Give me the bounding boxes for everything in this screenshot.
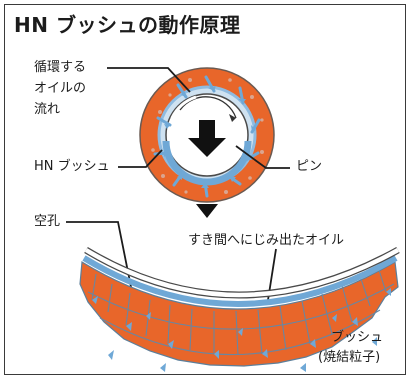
label-seeped-oil: すき間へにじみ出たオイル [188,233,345,248]
oil-film [82,255,398,307]
leader-circulating-oil [107,67,191,93]
oil-flow-arrowheads [164,86,256,188]
sintered-bush-section [79,246,400,372]
label-circulating-oil-1: 循環する [34,60,87,75]
film-highlight [170,95,197,119]
pin-surface [84,248,400,298]
pore-spots [92,288,391,372]
label-sintered-particles: (焼結粒子) [318,350,381,365]
load-arrow [188,120,226,157]
label-pin: ピン [296,159,323,174]
bush-pore-texture [151,78,264,194]
particle-boundaries [87,266,395,356]
leader-hn-bush [118,149,163,168]
label-pore: 空孔 [34,214,61,229]
transition-arrow [196,204,218,218]
label-bush: ブッシュ [331,330,384,345]
rotation-arc [179,96,237,119]
rotation-arrowhead [229,114,236,122]
bush-cross-section [139,67,275,203]
sintered-particles-body [79,260,399,367]
label-hn-bush: HN ブッシュ [34,159,110,174]
label-circulating-oil-3: 流れ [34,102,61,117]
diagram-title: HN ブッシュの動作原理 [14,13,241,37]
label-circulating-oil-2: オイルの [34,81,87,96]
oil-contact-zone [162,140,252,186]
leader-pin [235,145,290,169]
